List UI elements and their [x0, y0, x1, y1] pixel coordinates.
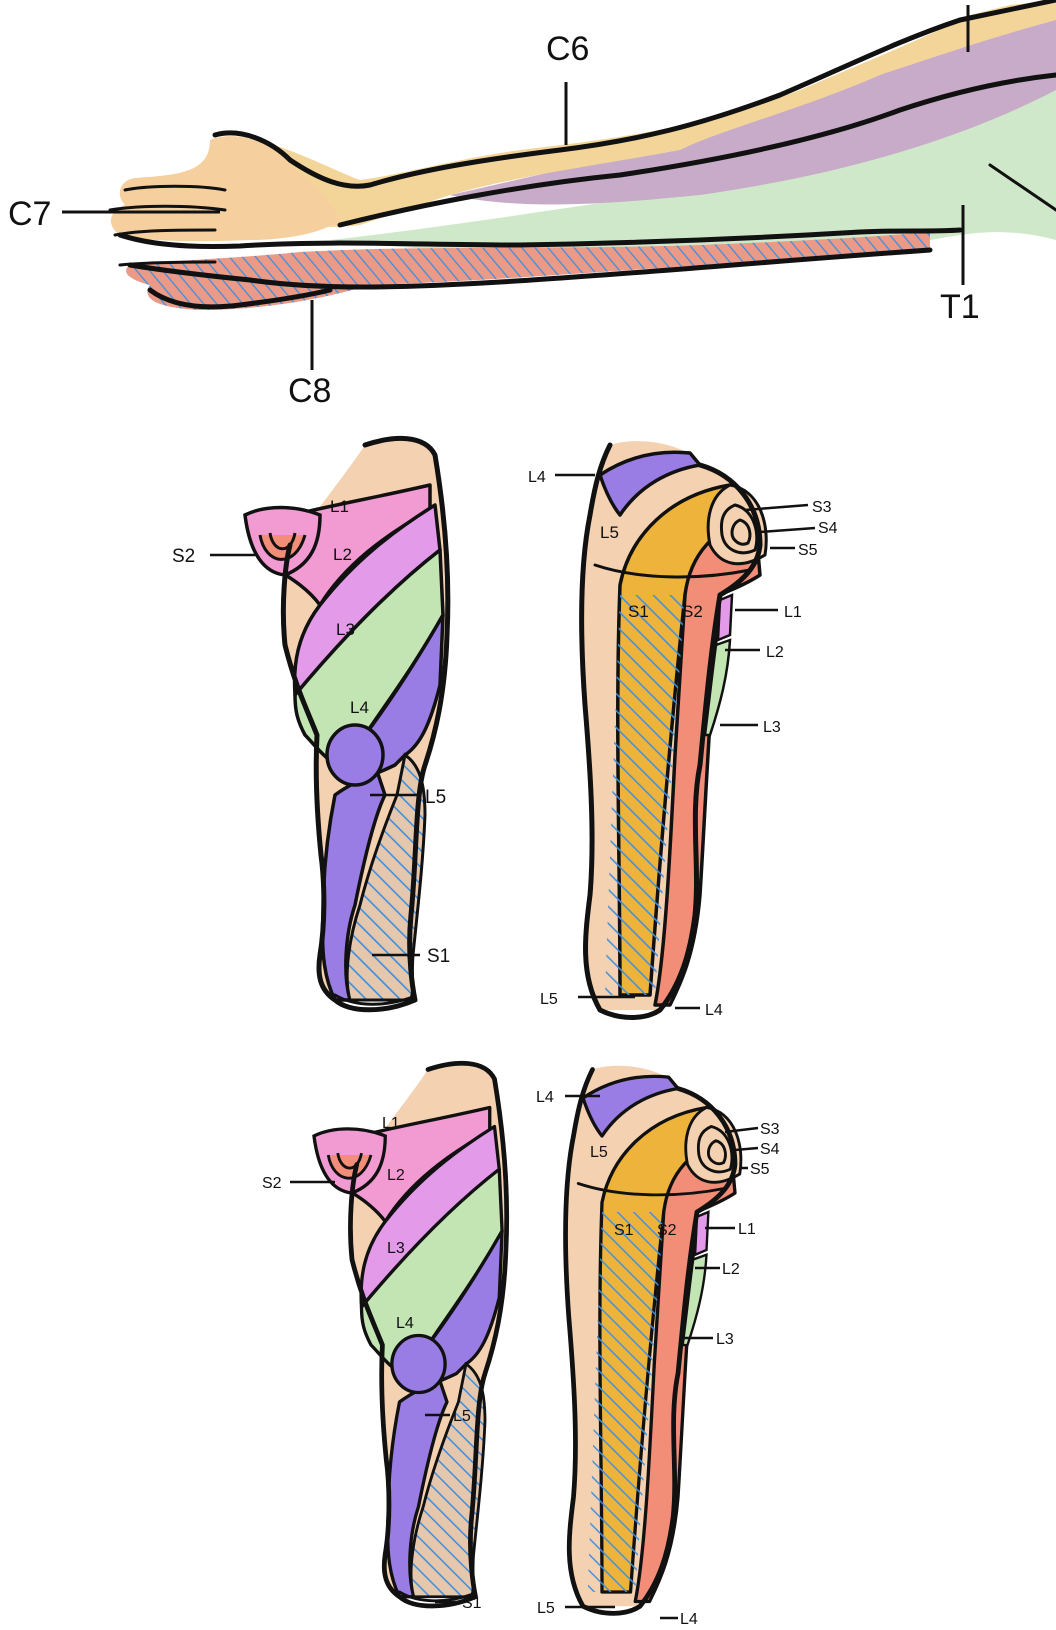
label-l3: L3 — [763, 719, 781, 736]
label-t1: T1 — [940, 288, 980, 326]
label-s3: S3 — [760, 1121, 780, 1138]
label-l4: L4 — [350, 698, 369, 717]
label-l5-foot: L5 — [540, 991, 558, 1008]
label-s2: S2 — [262, 1175, 282, 1192]
leg-set-top: S2 L1 L2 L3 L4 L5 S1 L4 L5 S3 S4 S5 S1 S… — [172, 438, 838, 1019]
label-s1-inner: S1 — [628, 602, 649, 621]
label-l3: L3 — [336, 620, 355, 639]
back-leg-bottom: L4 L5 S3 S4 S5 S1 S2 L1 L2 L3 L5 L4 — [536, 1066, 780, 1628]
label-l5: L5 — [453, 1408, 471, 1425]
label-c7: C7 — [8, 195, 51, 233]
label-l3: L3 — [716, 1331, 734, 1348]
label-l2: L2 — [766, 644, 784, 661]
label-l1: L1 — [784, 604, 802, 621]
label-l5-inner: L5 — [590, 1144, 608, 1161]
label-l5-inner: L5 — [600, 523, 619, 542]
label-l2: L2 — [387, 1167, 405, 1184]
label-s1: S1 — [462, 1595, 482, 1612]
label-s3: S3 — [812, 499, 832, 516]
label-s2-inner: S2 — [682, 602, 703, 621]
label-l4-foot: L4 — [680, 1611, 698, 1628]
label-l1: L1 — [330, 497, 349, 516]
label-s1-inner: S1 — [614, 1222, 634, 1239]
label-l5-foot: L5 — [537, 1600, 555, 1617]
label-l4-foot: L4 — [705, 1002, 723, 1019]
label-s1: S1 — [427, 946, 450, 967]
label-l2: L2 — [722, 1261, 740, 1278]
label-l4-top: L4 — [528, 469, 546, 486]
label-s2-inner: S2 — [657, 1222, 677, 1239]
back-leg-top: L4 L5 S3 S4 S5 S1 S2 L1 L2 L3 L5 L4 — [528, 441, 838, 1019]
label-s4: S4 — [760, 1141, 780, 1158]
label-l5: L5 — [425, 787, 446, 808]
label-s2: S2 — [172, 546, 195, 567]
front-leg-bottom: S2 L1 L2 L3 L4 L5 S1 — [262, 1063, 507, 1612]
label-l1: L1 — [738, 1221, 756, 1238]
label-l4-top: L4 — [536, 1089, 554, 1106]
front-leg-top: S2 L1 L2 L3 L4 L5 S1 — [172, 438, 450, 1009]
leg-set-bottom: S2 L1 L2 L3 L4 L5 S1 L4 L5 S3 S4 S5 S1 S… — [262, 1063, 780, 1628]
label-s5: S5 — [798, 542, 818, 559]
label-s5: S5 — [750, 1161, 770, 1178]
label-c8: C8 — [288, 372, 331, 410]
label-l4: L4 — [396, 1315, 414, 1332]
arm-diagram: C6 C7 C8 T1 — [8, 0, 1056, 410]
label-l2: L2 — [333, 545, 352, 564]
label-s4: S4 — [818, 520, 838, 537]
label-l3: L3 — [387, 1240, 405, 1257]
label-c6: C6 — [546, 30, 589, 68]
label-l1: L1 — [382, 1115, 400, 1132]
